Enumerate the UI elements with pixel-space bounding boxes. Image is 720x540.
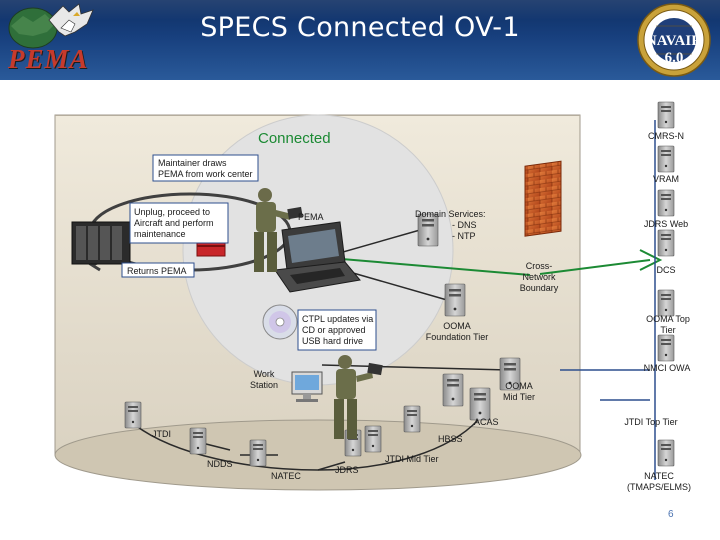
connected-title: Connected bbox=[258, 130, 331, 147]
label-ooma-foundation: OOMA Foundation Tier bbox=[425, 321, 489, 342]
page-number: 6 bbox=[668, 509, 674, 520]
right-system-dcs: DCS bbox=[656, 265, 676, 275]
note-unplug: Unplug, proceed to Aircraft and perform … bbox=[134, 207, 214, 239]
navair-seal bbox=[637, 3, 711, 77]
label-acas: ACAS bbox=[474, 417, 499, 427]
workstation-monitor-icon bbox=[291, 371, 323, 402]
cd-disc-icon bbox=[262, 304, 298, 340]
note-returns-pema: Returns PEMA bbox=[127, 266, 187, 276]
label-domain-ntp: - NTP bbox=[452, 231, 476, 241]
note-maintainer-draws: Maintainer draws PEMA from work center bbox=[158, 158, 253, 179]
slide-title: SPECS Connected OV-1 bbox=[200, 12, 520, 43]
pema-rack-icon bbox=[71, 221, 131, 265]
right-system-vram: VRAM bbox=[652, 174, 679, 184]
header-shine bbox=[0, 0, 720, 20]
right-system-natec-tmaps: NATEC (TMAPS/ELMS) bbox=[626, 471, 691, 492]
label-ndds: NDDS bbox=[207, 459, 233, 469]
label-cross-network: Cross-Network Boundary bbox=[519, 261, 559, 293]
label-jtdi: JTDI bbox=[152, 429, 171, 439]
label-ctpl-updates: CTPL updates via CD or approved USB hard… bbox=[302, 314, 374, 346]
maintainer-figure-top bbox=[254, 188, 303, 272]
slide-header bbox=[0, 0, 720, 80]
label-jdrs: JDRS bbox=[335, 465, 359, 475]
maintainer-figure-bottom bbox=[334, 355, 383, 439]
right-system-jtdi-top: JTDI Top Tier bbox=[624, 417, 678, 427]
pema-laptop-icon bbox=[274, 221, 361, 293]
seal-text: NAVAIR 6.0 bbox=[645, 33, 703, 66]
right-system-nmci-owa: NMCI OWA bbox=[643, 363, 691, 373]
right-system-ooma-top: OOMA Top Tier bbox=[646, 314, 690, 335]
label-domain-dns: - DNS bbox=[452, 220, 477, 230]
label-ooma-mid: OOMA Mid Tier bbox=[502, 381, 535, 402]
pema-logo-text: PEMA bbox=[8, 44, 89, 74]
pema-eagle-logo bbox=[8, 3, 94, 49]
label-jtdi-mid: JTDI Mid Tier bbox=[385, 454, 439, 464]
label-domain-services: Domain Services: bbox=[415, 209, 486, 219]
right-system-jdrs-web: JDRS Web bbox=[643, 219, 689, 229]
label-hbss: HBSS bbox=[438, 434, 463, 444]
label-work-station: Work Station bbox=[249, 369, 279, 390]
label-pema: PEMA bbox=[298, 212, 324, 222]
right-system-cmrs-n: CMRS-N bbox=[648, 131, 684, 141]
label-natec: NATEC bbox=[271, 471, 301, 481]
